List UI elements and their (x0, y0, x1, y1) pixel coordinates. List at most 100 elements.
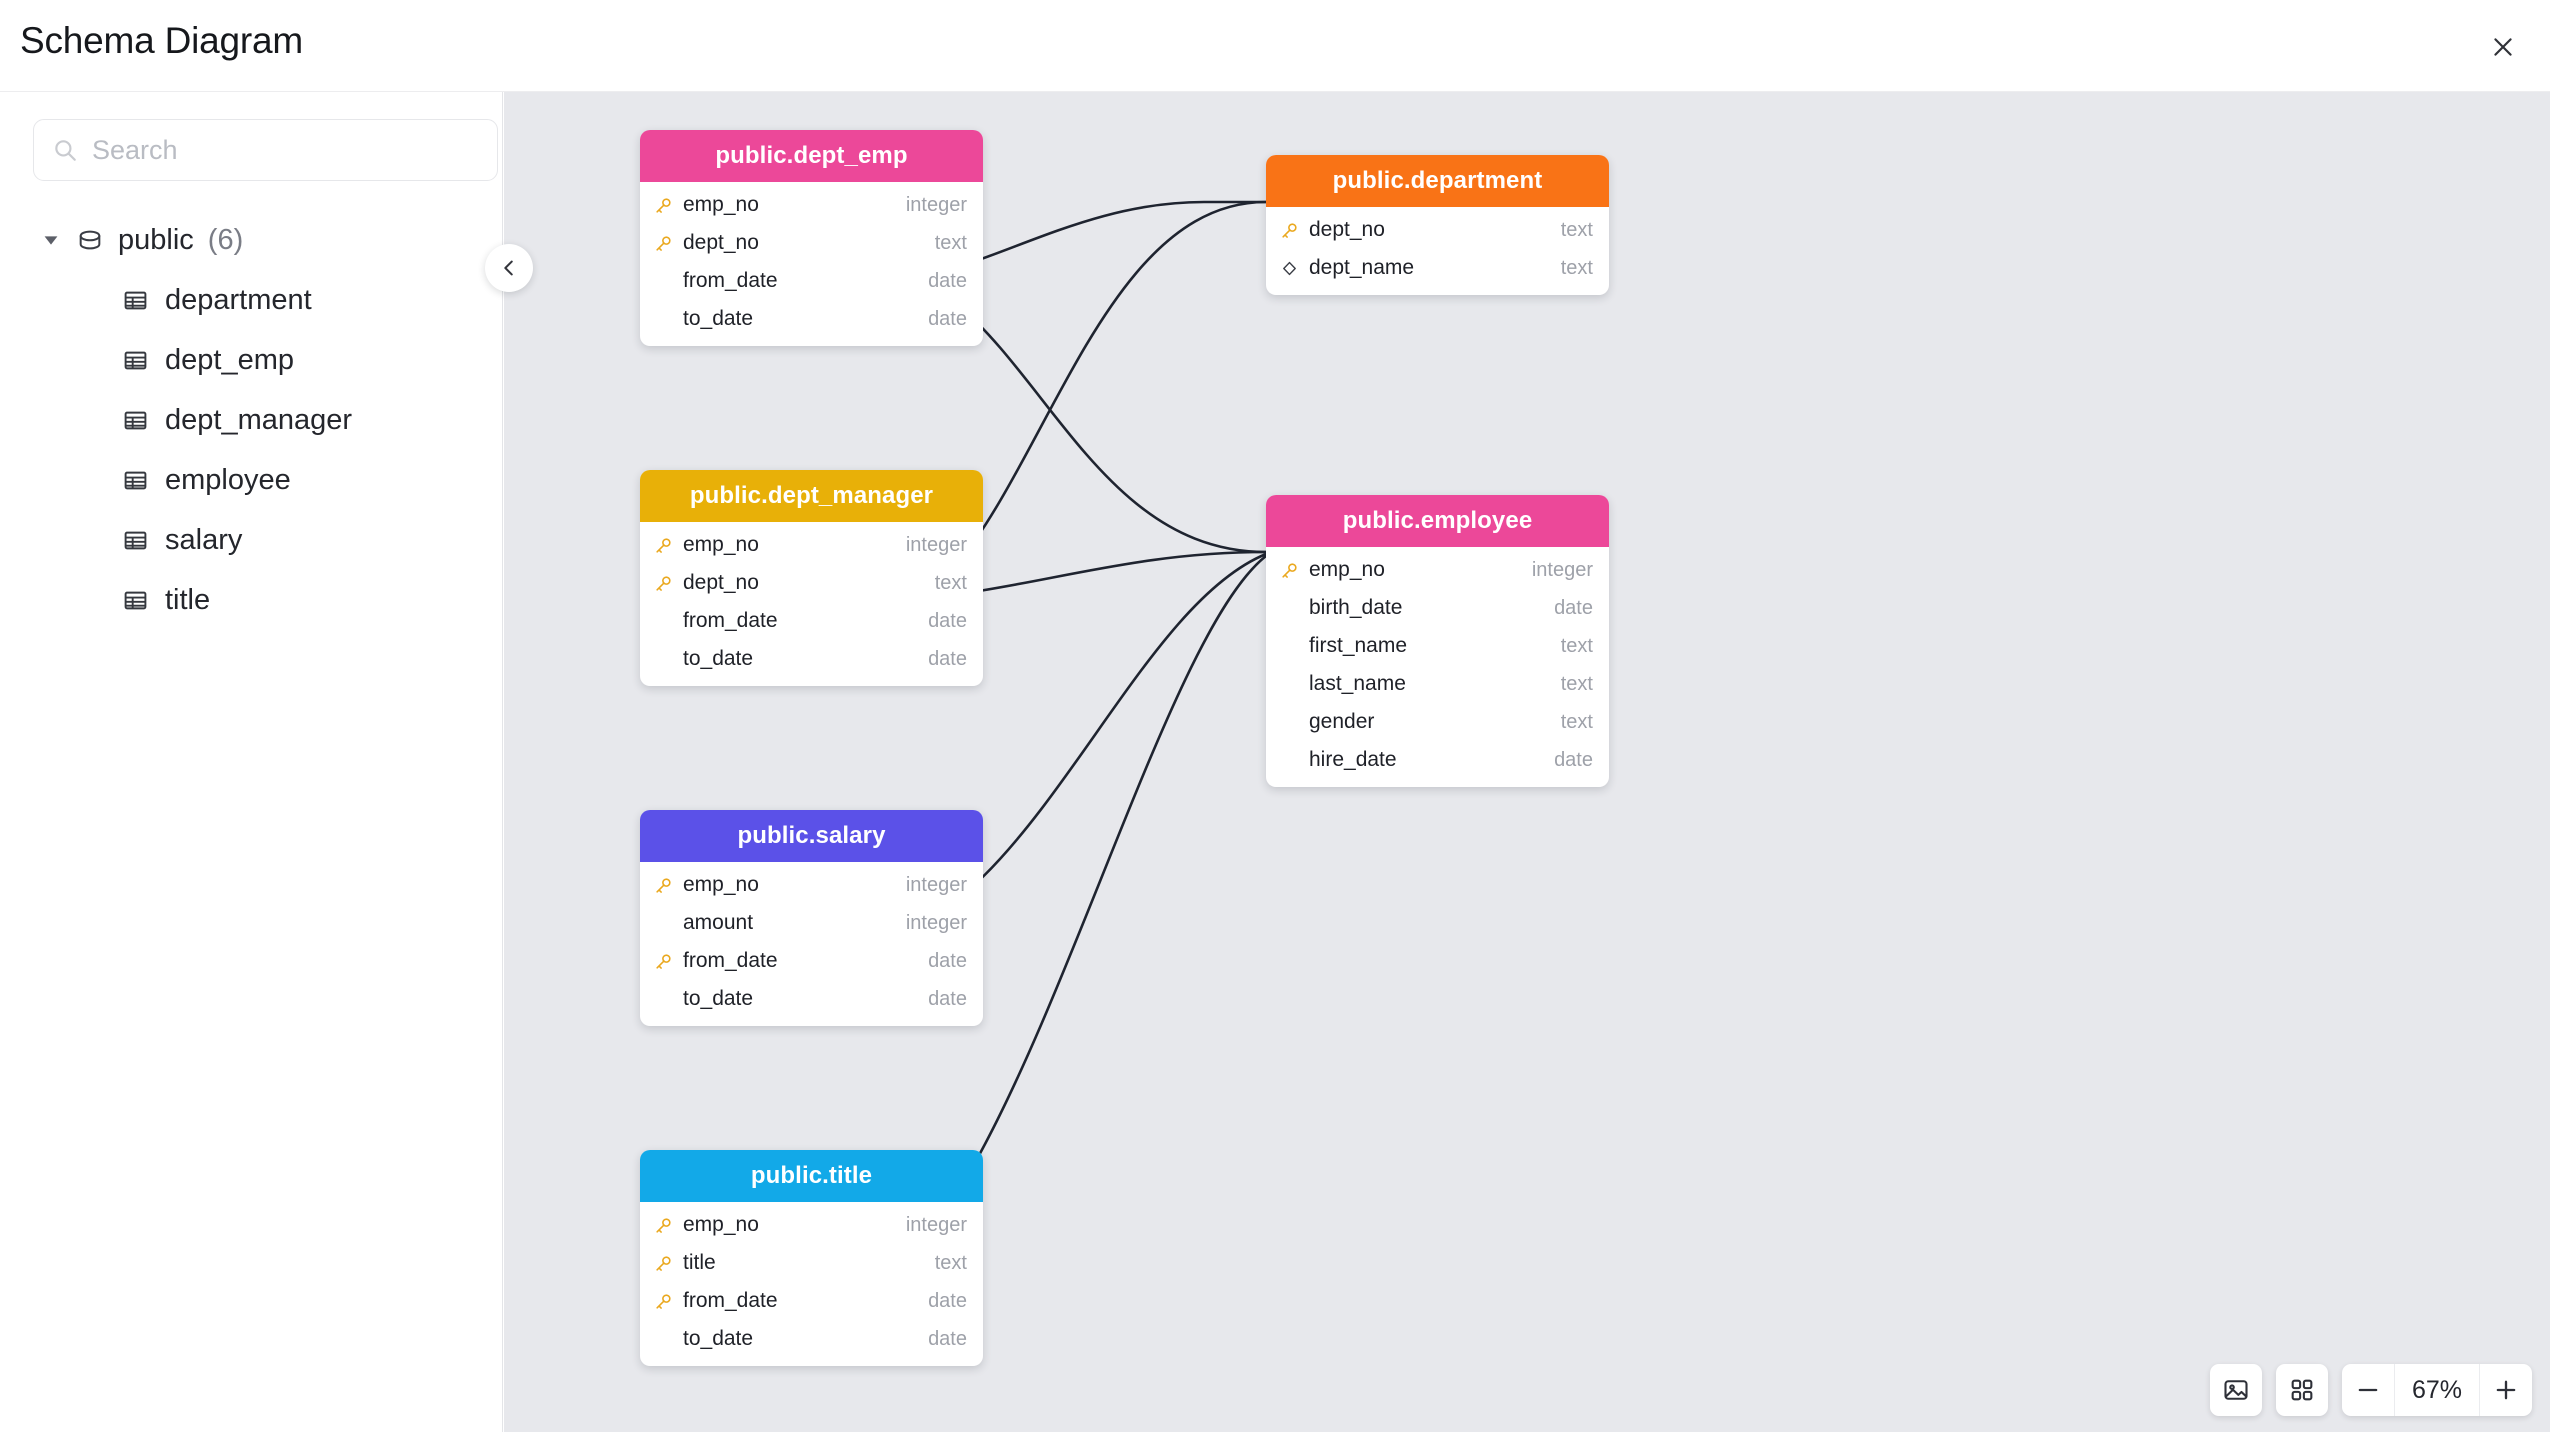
database-icon (79, 230, 101, 250)
column-name: to_date (683, 1327, 754, 1350)
tree-table-list: department dept_emp dept_manager employe… (0, 270, 503, 630)
column-name: title (683, 1251, 716, 1274)
tree-item-department[interactable]: department (0, 270, 503, 330)
tree-item-dept_manager[interactable]: dept_manager (0, 390, 503, 450)
tree-item-label: dept_emp (165, 343, 294, 376)
tree-item-label: salary (165, 523, 243, 556)
column-name: emp_no (683, 193, 759, 216)
column-name: emp_no (1309, 558, 1385, 581)
column-mark (652, 952, 674, 971)
diamond-icon (1282, 261, 1296, 275)
collapse-sidebar-button[interactable] (485, 244, 533, 292)
canvas-toolbar: 67% (2210, 1364, 2532, 1416)
tree-item-dept_emp[interactable]: dept_emp (0, 330, 503, 390)
column-type: date (928, 949, 967, 972)
column-type: text (1560, 218, 1593, 241)
key-icon (655, 1255, 671, 1271)
column-type: integer (905, 533, 967, 556)
table-node-title: public.salary (640, 810, 983, 862)
column-name: first_name (1309, 634, 1408, 657)
layout-grid-button[interactable] (2276, 1364, 2328, 1416)
tree-item-employee[interactable]: employee (0, 450, 503, 510)
close-icon (2494, 38, 2512, 56)
key-icon (655, 1293, 671, 1309)
zoom-control-group: 67% (2342, 1364, 2532, 1416)
table-icon (124, 471, 147, 489)
key-icon (655, 537, 671, 553)
column-type: text (934, 1251, 967, 1274)
schema-tree: public (6) department dept_emp dept_mana… (0, 210, 503, 630)
column-row[interactable]: title text (640, 1244, 983, 1282)
zoom-in-button[interactable] (2480, 1364, 2532, 1416)
zoom-out-button[interactable] (2342, 1364, 2394, 1416)
column-row[interactable]: from_date date (640, 942, 983, 980)
page-title: Schema Diagram (20, 20, 304, 61)
column-name: hire_date (1309, 748, 1397, 771)
caret-down-icon[interactable] (40, 229, 62, 251)
column-type: date (928, 307, 967, 330)
zoom-level-label[interactable]: 67% (2394, 1364, 2480, 1416)
column-row[interactable]: emp_no integer (1266, 551, 1609, 589)
tree-item-label: department (165, 283, 312, 316)
column-mark (1278, 221, 1300, 240)
column-name: emp_no (683, 1213, 759, 1236)
key-icon (1281, 222, 1297, 238)
column-row[interactable]: to_date date (640, 300, 983, 338)
tree-item-label: public (118, 223, 194, 256)
column-type: text (1560, 256, 1593, 279)
column-type: date (928, 269, 967, 292)
tree-item-salary[interactable]: salary (0, 510, 503, 570)
plus-icon (2496, 1380, 2516, 1400)
key-icon (655, 877, 671, 893)
column-type: text (934, 231, 967, 254)
chevron-left-icon (504, 260, 513, 276)
close-button[interactable] (2478, 22, 2528, 72)
tree-item-label: employee (165, 463, 291, 496)
tree-item-count: (6) (207, 223, 244, 256)
tree-item-title[interactable]: title (0, 570, 503, 630)
column-name: from_date (683, 609, 778, 632)
top-bar: Schema Diagram (0, 0, 2550, 92)
column-type: date (1554, 748, 1593, 771)
column-name: to_date (683, 307, 754, 330)
export-image-button[interactable] (2210, 1364, 2262, 1416)
table-node-title: public.employee (1266, 495, 1609, 547)
tree-item-public[interactable]: public (6) (0, 210, 503, 270)
column-name: from_date (683, 949, 778, 972)
column-type: text (1560, 710, 1593, 733)
search-input[interactable] (92, 134, 479, 166)
column-row[interactable]: hire_date date (1266, 741, 1609, 779)
column-type: integer (1531, 558, 1593, 581)
search-box[interactable] (33, 119, 498, 181)
